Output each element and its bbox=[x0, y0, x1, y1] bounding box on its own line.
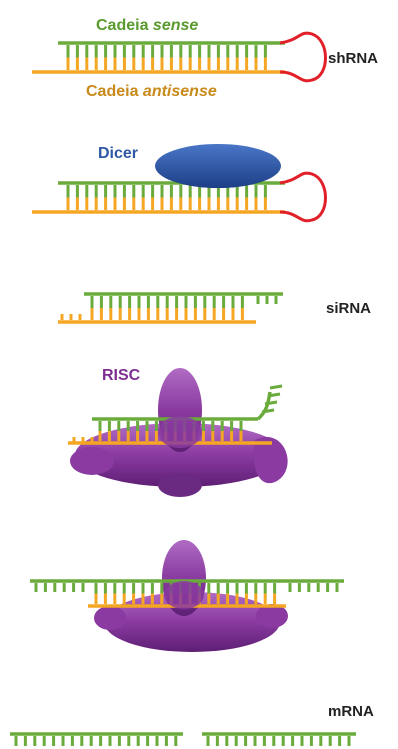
shrna-stage: Cadeia sense Cadeia antisense shRNA bbox=[32, 17, 378, 100]
shrna-label: shRNA bbox=[328, 50, 378, 67]
cleaved-mrna-bases bbox=[16, 736, 349, 746]
sirna-stage: siRNA bbox=[58, 294, 371, 322]
dicer-enzyme bbox=[155, 144, 281, 188]
risc-target-center-front bbox=[164, 581, 204, 609]
cleaved-mrna-stage: mRNA bbox=[10, 703, 374, 746]
risc-frayed-sense-base bbox=[262, 410, 274, 412]
risc-loading-stage: RISC bbox=[68, 367, 288, 497]
sirna-label: siRNA bbox=[326, 300, 371, 317]
sense-strand-label: Cadeia sense bbox=[96, 17, 198, 34]
risc-left-lobe bbox=[70, 447, 114, 475]
risc-frayed-sense-base bbox=[265, 402, 277, 404]
risc-frayed-sense-base bbox=[268, 394, 280, 396]
mrna-label: mRNA bbox=[328, 703, 374, 720]
dicer-label: Dicer bbox=[98, 145, 138, 162]
dicer-hairpin-loop bbox=[280, 173, 326, 221]
antisense-strand-label: Cadeia antisense bbox=[86, 83, 217, 100]
mrna-recognition-stage bbox=[30, 540, 344, 652]
risc-frayed-sense-base bbox=[270, 386, 282, 388]
dicer-base-pairs bbox=[68, 185, 265, 210]
risc-target-left-lobe bbox=[94, 606, 126, 630]
shrna-base-pairs bbox=[68, 45, 265, 70]
risc-label: RISC bbox=[102, 367, 141, 384]
sirna-base-pairs bbox=[62, 296, 276, 320]
risc-center-front bbox=[158, 416, 202, 448]
shrna-hairpin-loop bbox=[280, 33, 326, 81]
risc-lower-body bbox=[158, 473, 202, 497]
dicer-stage: Dicer bbox=[32, 144, 326, 221]
